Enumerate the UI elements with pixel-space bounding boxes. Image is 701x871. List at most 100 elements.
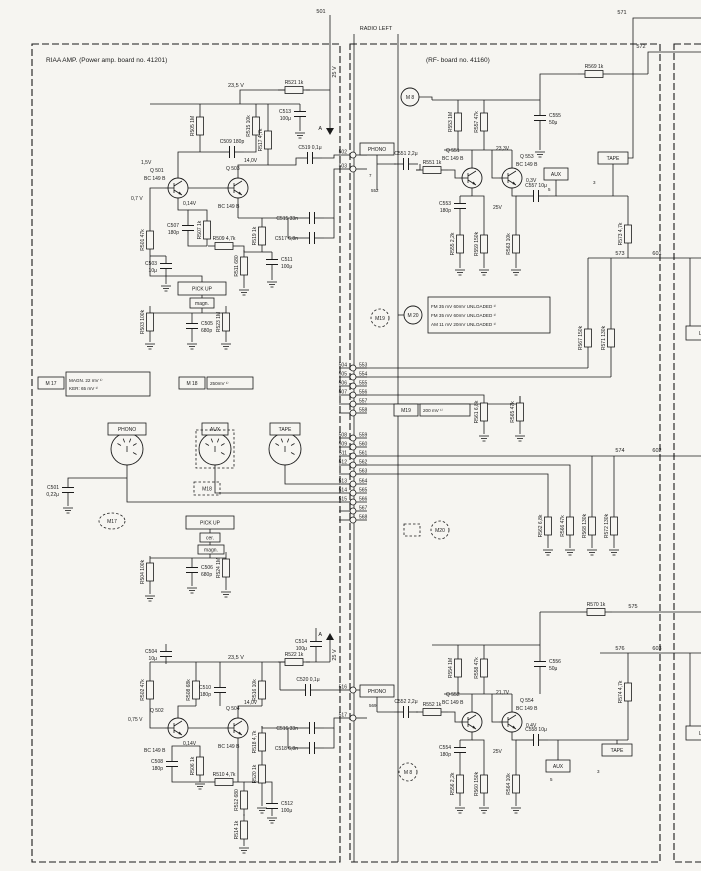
wire-number-504: 504 [339, 363, 348, 369]
cap-label-C510: C510 [199, 685, 211, 691]
cap-label-C501: C501 [47, 485, 59, 491]
resistor-R556 [456, 774, 464, 794]
board-title-rf: (RF- board no. 41160) [426, 57, 490, 64]
text-label: A [318, 126, 322, 132]
cap-label-C518: C518 6,8n [275, 746, 298, 752]
cap-label-C517: C517 6,8n [275, 236, 298, 242]
din-pin [220, 452, 225, 455]
wire [416, 164, 421, 171]
wire [171, 745, 201, 754]
resistor-R524 [222, 558, 230, 578]
wire-number-512: 512 [339, 460, 348, 466]
wire-number-515: 515 [339, 497, 348, 503]
resistor-R509 [214, 242, 234, 250]
measure-point-label: M 8 [406, 95, 415, 101]
transistor-name: Q 554 [520, 698, 534, 704]
wire-number-506: 506 [339, 381, 348, 387]
transistor-type: BC 149 B [516, 162, 538, 168]
transistor-collector [233, 180, 243, 187]
note-tag-M18 [178, 376, 206, 390]
resistor-label-R572: R572 130k [604, 513, 610, 538]
wire [491, 150, 499, 179]
resistor-label-R574: R574 4,7k [618, 680, 624, 703]
transistor-collector [173, 180, 183, 187]
junction-502 [349, 151, 357, 159]
wire [460, 732, 473, 741]
resistor-label-R565: R565 47k [510, 401, 516, 423]
transistor-name: Q 553 [520, 154, 534, 160]
resistor-label-R573: R573 4,7k [618, 222, 624, 245]
boxed-label-text: PICK UP [200, 521, 221, 527]
junction-563 [349, 470, 357, 478]
cap-value-C510: 180p [200, 692, 211, 698]
wire [632, 17, 701, 152]
cap-label-C557: C557 10μ [525, 183, 547, 189]
emitter-arrow [472, 181, 476, 185]
resistor-R572 [610, 516, 618, 536]
resistor-R523 [222, 312, 230, 332]
transistor-type: BC 149 B [442, 156, 464, 162]
boxed-label-text: TAPE [607, 156, 620, 162]
junction-505 [349, 373, 357, 381]
transistor-name: Q 503 [226, 166, 240, 172]
junction-506 [349, 382, 357, 390]
resistor-R522 [284, 658, 304, 666]
resistor-R501 [146, 230, 154, 250]
cap-value-C507: 180p [168, 230, 179, 236]
cap-value-C505: 680p [201, 328, 212, 334]
resistor-R508 [192, 680, 200, 700]
resistor-R555 [456, 234, 464, 254]
wire [511, 188, 517, 228]
resistor-R519 [258, 226, 266, 246]
resistor-R570 [586, 608, 606, 616]
transistor-name: Q 552 [446, 692, 460, 698]
transistor-name: Q 502 [150, 708, 164, 714]
resistor-R558 [480, 658, 488, 678]
wire-number-567: 567 [359, 506, 368, 512]
wire [171, 774, 208, 783]
resistor-label-R506: R506 1k [190, 756, 196, 775]
text-label: 3 [597, 769, 600, 774]
din-pin [132, 452, 137, 455]
text-label: 0,14V [183, 741, 197, 747]
resistor-label-R524: R524 1M [216, 558, 222, 578]
wire [268, 157, 298, 166]
wire [356, 394, 485, 396]
transistor-type: BC 149 B [218, 744, 240, 750]
text-label: 5 [548, 187, 551, 192]
text-label: 0,3V [526, 178, 537, 184]
din-pin [220, 443, 225, 446]
wire-number-502: 502 [339, 150, 348, 156]
wire-number-554: 554 [359, 372, 368, 378]
junction-513 [349, 480, 357, 488]
wire [356, 396, 521, 405]
boxed-label-text: PHONO [118, 427, 136, 433]
note-line: 200 mV ¹⁾ [423, 408, 443, 413]
text-label: 552 [371, 188, 379, 193]
cap-value-C553: 180p [440, 208, 451, 214]
wire-number-553: 553 [359, 363, 368, 369]
resistor-label-R512: R512 680 [234, 789, 240, 811]
din-pin [132, 443, 137, 446]
cap-label-C508: C508 [151, 759, 163, 765]
resistor-R518 [258, 732, 266, 752]
cap-label-C556: C556 [549, 659, 561, 665]
boxed-label-cer [199, 532, 221, 543]
resistor-R516 [258, 680, 266, 700]
text-label: 602 [652, 448, 661, 454]
resistor-R571 [607, 328, 615, 348]
text-label: 574 [615, 448, 624, 454]
node-marker-A [326, 633, 334, 640]
resistor-R510 [214, 778, 234, 786]
boxed-label-text: TAPE [279, 427, 292, 433]
cap-label-C507: C507 [167, 223, 179, 229]
transistor-collector [507, 714, 517, 721]
boxed-label-PHONO [107, 422, 147, 436]
resistor-R521 [284, 86, 304, 94]
wire [472, 195, 485, 228]
wire-number-513: 513 [339, 479, 348, 485]
resistor-label-R566: R566 47k [560, 515, 566, 537]
wire-number-558: 558 [359, 408, 368, 414]
wire [511, 732, 517, 768]
transistor-collector [467, 714, 477, 721]
